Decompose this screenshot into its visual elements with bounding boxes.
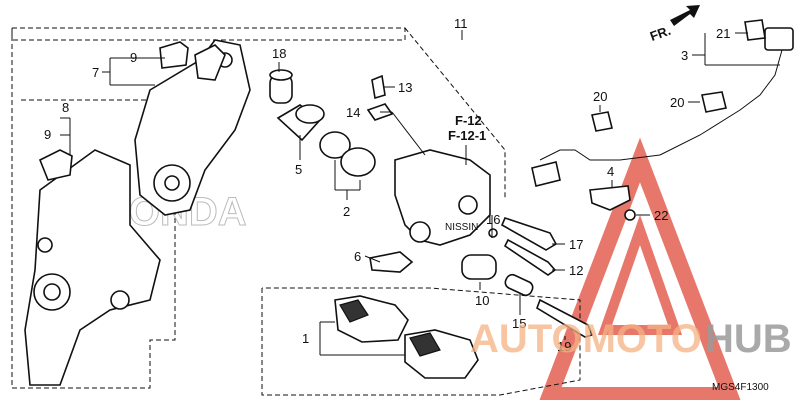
ref-f12: F-12 <box>455 113 482 128</box>
seal-set-part <box>319 131 376 177</box>
callout-4: 4 <box>607 164 614 179</box>
callout-3: 3 <box>681 48 688 63</box>
callout-10: 10 <box>475 293 489 308</box>
hose-bracket-part <box>589 185 631 211</box>
diagram-code: MGS4F1300 <box>712 382 769 393</box>
group-frame-outer <box>11 28 176 389</box>
direction-arrow: FR. <box>648 5 700 44</box>
callout-16: 16 <box>486 212 500 227</box>
callout-18: 18 <box>272 46 286 61</box>
pin-bolt-upper-part <box>500 217 558 251</box>
callout-5: 5 <box>295 162 302 177</box>
boot-small-part <box>504 273 534 297</box>
group-frame-bracket <box>404 27 506 200</box>
brake-pad-lower-part <box>404 329 479 379</box>
callout-12: 12 <box>569 263 583 278</box>
pad-spring-lower-part <box>38 149 73 181</box>
brake-pad-upper-part <box>334 295 409 343</box>
boot-part <box>269 69 293 104</box>
callout-13: 13 <box>398 80 412 95</box>
group-frame-left <box>11 27 406 41</box>
callout-labels: 9 7 8 9 18 5 2 13 14 11 F-12 F-12-1 6 10… <box>44 16 730 354</box>
watermark-part1: AUTOMOTO <box>470 317 702 361</box>
callout-14: 14 <box>346 105 360 120</box>
callout-1: 1 <box>302 331 309 346</box>
pad-spring-upper-part <box>159 41 189 69</box>
callout-6: 6 <box>354 249 361 264</box>
pin-bolt-lower-part <box>503 238 557 276</box>
leader-lines <box>60 30 780 356</box>
callout-20-left: 20 <box>593 89 607 104</box>
callout-2: 2 <box>343 204 350 219</box>
pad-retainer-part <box>369 251 414 273</box>
callout-9-upper: 9 <box>130 50 137 65</box>
callout-22: 22 <box>654 208 668 223</box>
wheel-speed-sensor-part <box>659 19 794 156</box>
screw-part <box>624 209 636 221</box>
caliper-body-part: NISSIN <box>394 149 491 246</box>
watermark-triangle <box>539 137 741 400</box>
callout-9-lower: 9 <box>44 127 51 142</box>
brake-pipe <box>531 149 661 187</box>
callout-19: 19 <box>557 339 571 354</box>
caliper-bracket-part <box>24 149 161 386</box>
clip-part <box>488 228 498 238</box>
callout-17: 17 <box>569 237 583 252</box>
bolt-part <box>536 298 594 338</box>
piston-part <box>276 104 325 142</box>
sleeve-boot-part <box>461 254 497 280</box>
arrow-icon <box>670 5 700 26</box>
clamp-upper-part <box>591 111 613 132</box>
direction-label: FR. <box>648 23 673 44</box>
bleed-screw-part <box>371 74 386 100</box>
callout-8: 8 <box>62 100 69 115</box>
callout-21: 21 <box>716 26 730 41</box>
caliper-mark: NISSIN <box>445 222 478 233</box>
watermark-part2: HUB <box>705 317 792 361</box>
group-frame-pads <box>261 287 581 396</box>
callout-20-right: 20 <box>670 95 684 110</box>
callout-15: 15 <box>512 316 526 331</box>
callout-11: 11 <box>454 16 468 31</box>
clamp-lower-part <box>701 91 727 113</box>
bracket-upper-part <box>134 39 251 216</box>
watermark-text: AUTOMOTO HUB <box>470 317 792 361</box>
callout-7: 7 <box>92 65 99 80</box>
ref-f12-1: F-12-1 <box>448 128 486 143</box>
